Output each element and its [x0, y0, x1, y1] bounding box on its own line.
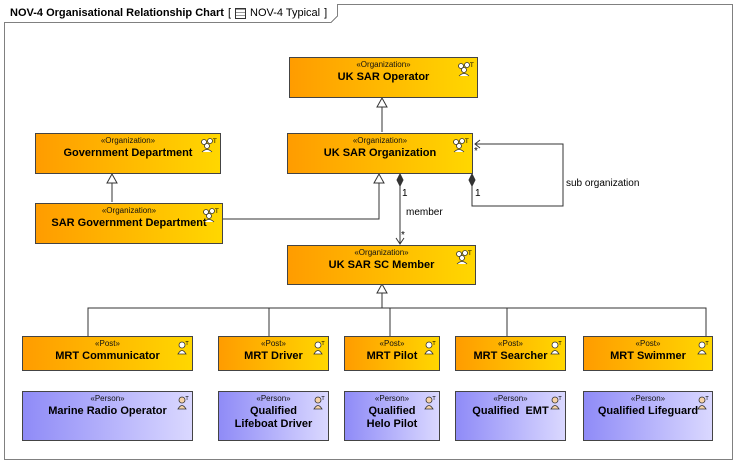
svg-text:T: T: [467, 250, 472, 257]
node-uk-sar-organization[interactable]: «Organization» UK SAR Organization T: [287, 133, 473, 174]
node-person-qualified-emt[interactable]: «Person» Qualified EMT T: [455, 391, 566, 441]
view-name: NOV-4 Typical: [250, 7, 321, 19]
node-uk-sar-operator[interactable]: «Organization» UK SAR Operator T: [289, 57, 478, 98]
sub-organization-source-multiplicity: 1: [475, 188, 481, 199]
node-name: MRT Swimmer: [610, 350, 686, 362]
svg-text:T: T: [469, 62, 474, 69]
organization-icon: T: [201, 138, 217, 153]
node-name: UK SAR Organization: [323, 147, 437, 159]
node-name-line1: Qualified: [368, 405, 416, 417]
node-name-line1: Qualified: [249, 405, 298, 417]
node-sar-government-department[interactable]: «Organization» SAR Government Department…: [35, 203, 223, 244]
svg-text:T: T: [464, 138, 469, 145]
generalization-posts-to-scmember: [87, 284, 707, 336]
stereotype-label: «Person»: [493, 394, 528, 403]
member-source-multiplicity: 1: [402, 188, 408, 199]
node-uk-sar-sc-member[interactable]: «Organization» UK SAR SC Member T: [287, 245, 476, 285]
stereotype-label: «Post»: [261, 339, 286, 348]
sub-organization-label: sub organization: [566, 178, 640, 189]
node-person-qualified-lifeguard[interactable]: «Person» Qualified Lifeguard T: [583, 391, 713, 441]
node-person-marine-radio-operator[interactable]: «Person» Marine Radio Operator T: [22, 391, 193, 441]
person-icon: T: [697, 396, 710, 410]
svg-text:T: T: [432, 396, 437, 402]
diagram-name: NOV-4 Organisational Relationship Chart: [10, 7, 224, 19]
node-name: MRT Driver: [244, 350, 303, 362]
node-name: UK SAR SC Member: [328, 259, 435, 271]
stereotype-label: «Post»: [95, 339, 120, 348]
svg-text:T: T: [705, 341, 710, 347]
node-post-mrt-driver[interactable]: «Post» MRT Driver T: [218, 336, 329, 371]
svg-text:T: T: [321, 396, 326, 402]
node-name: UK SAR Operator: [337, 71, 430, 83]
bracket-close: ]: [324, 7, 328, 19]
person-icon: T: [550, 396, 563, 410]
node-government-department[interactable]: «Organization» Government Department T: [35, 133, 221, 174]
svg-text:T: T: [558, 396, 563, 402]
diagram-icon: [235, 7, 246, 19]
node-post-mrt-pilot[interactable]: «Post» MRT Pilot T: [344, 336, 440, 371]
node-post-mrt-searcher[interactable]: «Post» MRT Searcher T: [455, 336, 566, 371]
stereotype-label: «Person»: [90, 394, 125, 403]
svg-text:T: T: [321, 341, 326, 347]
node-name-line2: Lifeboat Driver: [234, 418, 313, 430]
stereotype-label: «Organization»: [100, 136, 156, 145]
person-icon: T: [177, 396, 190, 410]
sub-organization-target-multiplicity: *: [474, 146, 478, 157]
node-name: Government Department: [63, 147, 193, 159]
person-icon: T: [313, 396, 326, 410]
diagram-title-tab: NOV-4 Organisational Relationship Chart …: [4, 4, 339, 23]
sub-organization-association: [471, 143, 564, 207]
organization-icon: T: [456, 250, 472, 265]
person-icon: T: [550, 341, 563, 355]
node-name: MRT Communicator: [55, 350, 160, 362]
organization-icon: T: [453, 138, 469, 153]
node-post-mrt-communicator[interactable]: «Post» MRT Communicator T: [22, 336, 193, 371]
svg-text:T: T: [185, 396, 190, 402]
svg-text:T: T: [185, 341, 190, 347]
member-target-multiplicity: *: [401, 230, 405, 241]
node-post-mrt-swimmer[interactable]: «Post» MRT Swimmer T: [583, 336, 713, 371]
person-icon: T: [177, 341, 190, 355]
person-icon: T: [424, 396, 437, 410]
stereotype-label: «Post»: [498, 339, 523, 348]
stereotype-label: «Organization»: [356, 60, 411, 69]
svg-text:T: T: [432, 341, 437, 347]
stereotype-label: «Person»: [374, 394, 410, 403]
node-name: SAR Government Department: [51, 217, 207, 229]
node-person-qualified-helo-pilot[interactable]: «Person» Qualified Helo Pilot T: [344, 391, 440, 441]
stereotype-label: «Post»: [635, 339, 661, 348]
svg-text:T: T: [212, 138, 217, 145]
person-icon: T: [424, 341, 437, 355]
svg-text:T: T: [705, 396, 710, 402]
svg-text:T: T: [558, 341, 563, 347]
person-icon: T: [313, 341, 326, 355]
person-icon: T: [697, 341, 710, 355]
stereotype-label: «Organization»: [101, 206, 157, 215]
node-person-qualified-lifeboat-driver[interactable]: «Person» Qualified Lifeboat Driver T: [218, 391, 329, 441]
node-name-line1: Qualified Lifeguard: [597, 405, 699, 417]
generalization-sargov-to-organization: [223, 174, 380, 220]
stereotype-label: «Person»: [630, 394, 666, 403]
node-name: MRT Searcher: [473, 350, 548, 362]
svg-text:T: T: [214, 208, 219, 215]
stereotype-label: «Organization»: [354, 248, 409, 257]
organization-icon: T: [458, 62, 474, 77]
organization-icon: T: [203, 208, 219, 223]
node-name: MRT Pilot: [366, 350, 418, 362]
node-name-line2: Helo Pilot: [366, 418, 418, 430]
bracket-open: [: [227, 7, 231, 19]
node-name-line1: Qualified EMT: [472, 405, 549, 417]
node-name-line1: Marine Radio Operator: [48, 405, 167, 417]
stereotype-label: «Person»: [256, 394, 291, 403]
stereotype-label: «Organization»: [352, 136, 408, 145]
member-label: member: [406, 207, 443, 218]
stereotype-label: «Post»: [379, 339, 405, 348]
